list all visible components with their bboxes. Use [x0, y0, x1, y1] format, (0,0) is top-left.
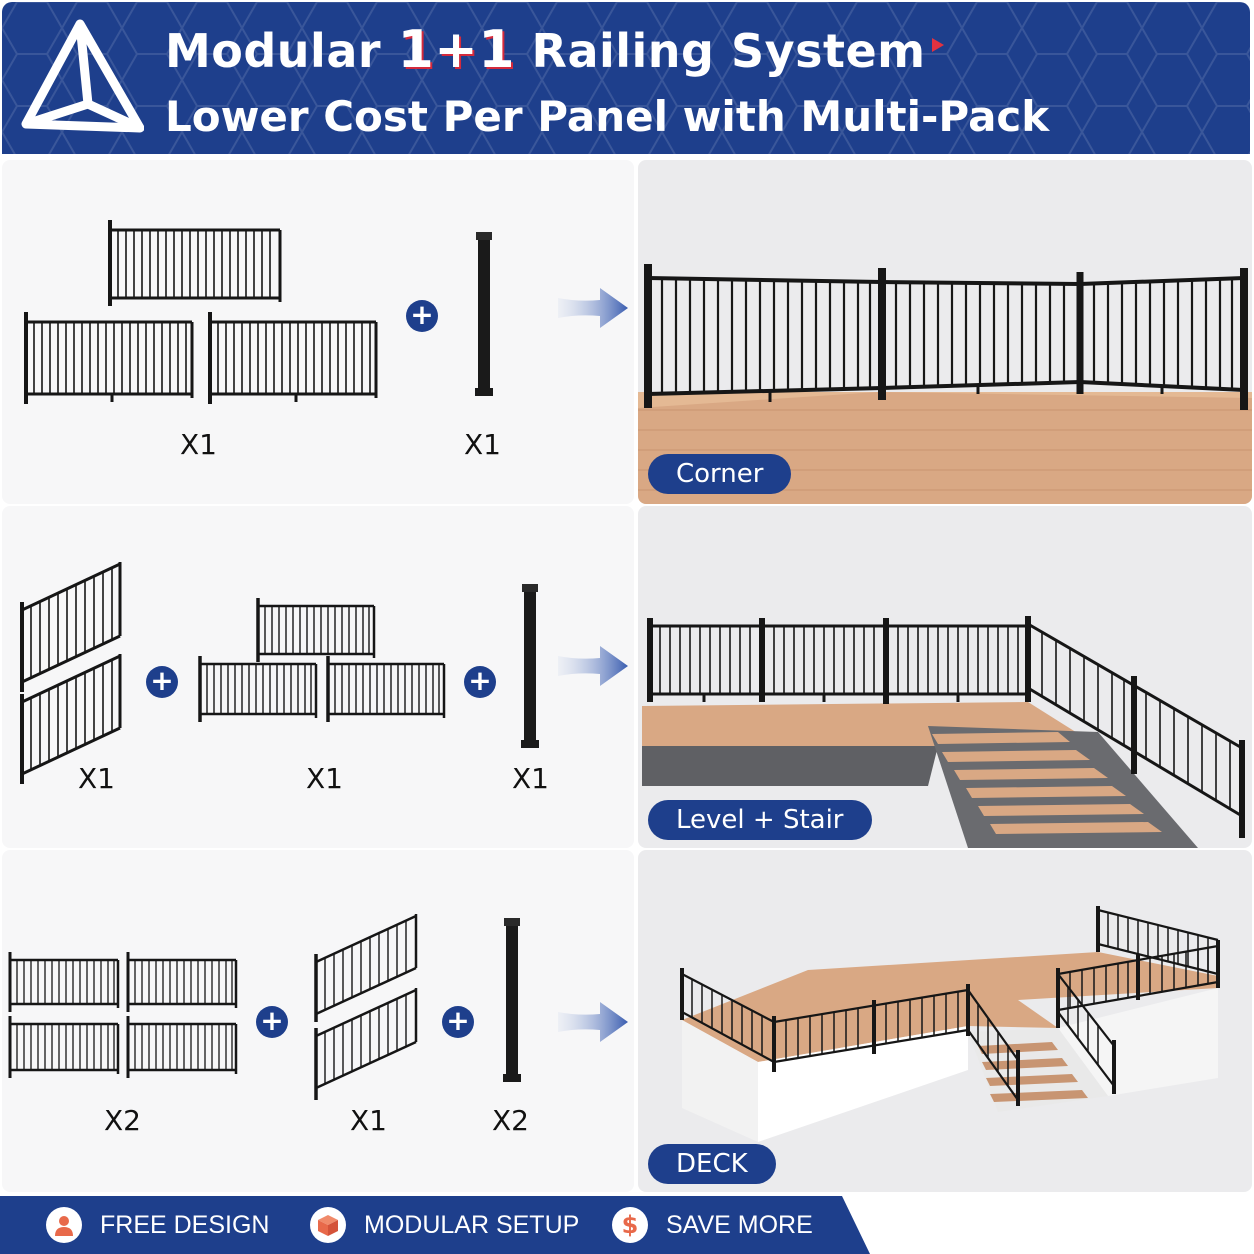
title-prefix: Modular — [165, 24, 382, 78]
stair-panel-stack-illustration — [20, 562, 122, 784]
post-quantity: X1 — [512, 762, 549, 795]
stair-panel-quantity: X1 — [78, 762, 115, 795]
header-banner: Modular 1+1 Railing System Lower Cost Pe… — [2, 2, 1250, 154]
scene-label-badge: Level + Stair — [648, 800, 872, 840]
title-highlight: 1+1 — [397, 20, 516, 80]
panel-quantity: X1 — [180, 428, 217, 461]
box-icon — [310, 1207, 346, 1243]
post-illustration — [475, 232, 493, 396]
level-panel-stack-illustration — [24, 220, 378, 404]
plus-icon: + — [256, 1006, 288, 1038]
feature-save-more: $ SAVE MORE — [612, 1205, 813, 1245]
config-row-deck: X2 + X1 + — [2, 850, 1252, 1192]
kit-contents: X1 + X1 — [2, 160, 634, 504]
play-triangle-icon — [931, 37, 944, 52]
level-panel-quantity: X2 — [104, 1104, 141, 1137]
kit-contents: X1 + — [2, 506, 634, 848]
deck-scene: DECK — [638, 850, 1252, 1192]
corner-railing-image — [638, 264, 1252, 504]
arrow-right-icon — [558, 646, 628, 686]
level-stair-scene: Level + Stair — [638, 506, 1252, 848]
feature-bar — [0, 1196, 870, 1254]
config-row-level-stair: X1 + — [2, 506, 1252, 848]
page-subtitle: Lower Cost Per Panel with Multi-Pack — [165, 92, 1050, 141]
arrow-right-icon — [558, 288, 628, 328]
page-title: Modular 1+1 Railing System — [165, 20, 944, 80]
level-panel-grid-illustration — [8, 952, 238, 1078]
plus-icon: + — [146, 666, 178, 698]
scene-label-badge: Corner — [648, 454, 792, 494]
corner-scene: Corner — [638, 160, 1252, 504]
title-suffix: Railing System — [531, 24, 926, 78]
feature-modular-setup: MODULAR SETUP — [310, 1205, 579, 1245]
plus-icon: + — [406, 300, 438, 332]
post-quantity: X2 — [492, 1104, 529, 1137]
config-row-corner: X1 + X1 — [2, 160, 1252, 504]
scene-label-badge: DECK — [648, 1144, 776, 1184]
plus-icon: + — [464, 666, 496, 698]
hex-pattern — [2, 2, 1250, 154]
level-panel-stack-illustration — [198, 598, 446, 722]
pyramid-logo-icon — [21, 19, 144, 133]
person-icon — [46, 1207, 82, 1243]
dollar-icon: $ — [612, 1207, 648, 1243]
stair-panel-stack-illustration — [314, 914, 418, 1100]
level-panel-quantity: X1 — [306, 762, 343, 795]
stair-panel-quantity: X1 — [350, 1104, 387, 1137]
arrow-right-icon — [558, 1002, 628, 1042]
level-stair-railing-image — [642, 616, 1245, 848]
post-illustration — [503, 918, 521, 1082]
feature-free-design: FREE DESIGN — [46, 1205, 269, 1245]
post-quantity: X1 — [464, 428, 501, 461]
feature-label: FREE DESIGN — [100, 1210, 270, 1239]
deck-railing-image — [680, 906, 1220, 1142]
plus-icon: + — [442, 1006, 474, 1038]
kit-contents: X2 + X1 + — [2, 850, 634, 1192]
post-illustration — [521, 584, 539, 748]
feature-label: MODULAR SETUP — [364, 1210, 580, 1239]
feature-label: SAVE MORE — [666, 1210, 813, 1239]
